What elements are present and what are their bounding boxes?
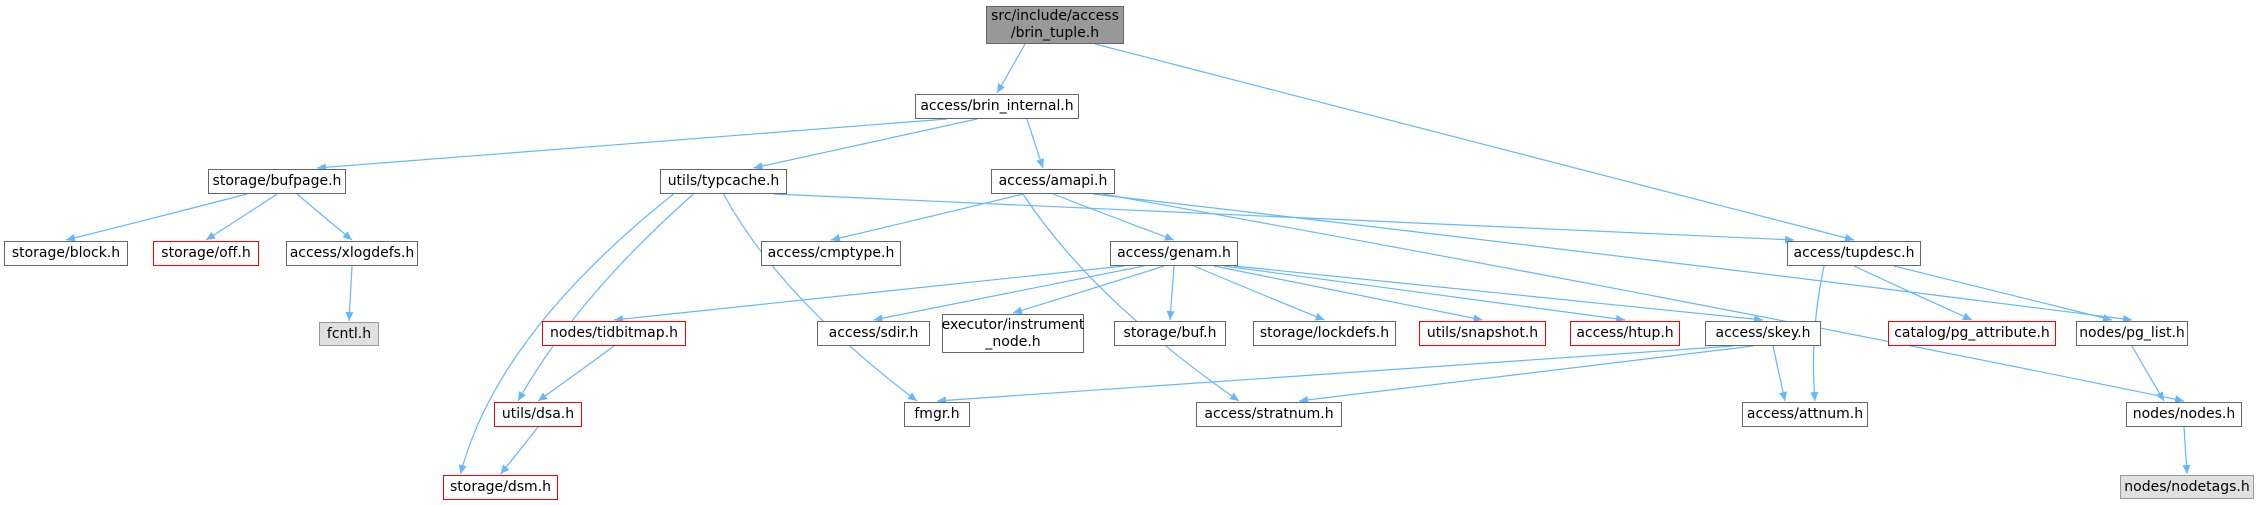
node-access-xlogdefs-h[interactable]: access/xlogdefs.h <box>286 241 418 266</box>
node-access-stratnum-h[interactable]: access/stratnum.h <box>1196 402 1342 427</box>
edge-amapi-to-pg_list <box>1092 193 2133 323</box>
node-utils-dsa-h[interactable]: utils/dsa.h <box>494 402 582 427</box>
node-utils-snapshot-h[interactable]: utils/snapshot.h <box>1419 321 1546 346</box>
edge-root-to-tupdesc <box>1094 43 1855 242</box>
node-nodes-pg-list-h[interactable]: nodes/pg_list.h <box>2076 321 2188 346</box>
edge-skey-to-stratnum <box>1298 345 1754 404</box>
node-access-tupdesc-h[interactable]: access/tupdesc.h <box>1787 241 1921 266</box>
edge-typcache-to-dsm <box>458 193 674 475</box>
node-nodes-nodes-h[interactable]: nodes/nodes.h <box>2126 402 2242 427</box>
node-fmgr-h[interactable]: fmgr.h <box>904 402 970 427</box>
node-access-amapi-h[interactable]: access/amapi.h <box>991 169 1115 194</box>
edge-amapi-to-stratnum <box>1022 193 1240 402</box>
node-storage-bufpage-h[interactable]: storage/bufpage.h <box>208 169 346 194</box>
edge-bufpage-to-block <box>65 193 248 242</box>
edge-brin_internal-to-bufpage <box>316 118 948 172</box>
node-access-brin-internal-h[interactable]: access/brin_internal.h <box>915 94 1079 119</box>
node-storage-off-h[interactable]: storage/off.h <box>153 241 259 266</box>
edge-amapi-to-cmptype <box>830 193 1024 242</box>
edge-xlogdefs-to-fcntl <box>345 265 354 322</box>
node-access-cmptype-h[interactable]: access/cmptype.h <box>761 241 901 266</box>
edge-amapi-to-nodes <box>1102 193 2185 404</box>
node-nodes-tidbitmap-h[interactable]: nodes/tidbitmap.h <box>542 321 686 346</box>
edge-root-to-brin_internal <box>996 43 1026 94</box>
node-storage-lockdefs-h[interactable]: storage/lockdefs.h <box>1253 321 1396 346</box>
edge-amapi-to-genam <box>1052 193 1175 241</box>
edge-tupdesc-to-pg_list <box>1893 265 2113 322</box>
edge-typcache-to-tupdesc <box>773 193 1795 244</box>
edge-tidbitmap-to-dsa <box>537 345 615 402</box>
edge-pg_list-to-nodes <box>2131 345 2165 402</box>
edge-typcache-to-fmgr <box>722 193 918 402</box>
node-storage-block-h[interactable]: storage/block.h <box>4 241 128 266</box>
edge-genam-to-instrument <box>1012 265 1165 315</box>
edge-skey-to-attnum <box>1772 345 1787 402</box>
node-access-genam-h[interactable]: access/genam.h <box>1110 241 1238 266</box>
edge-bufpage-to-xlogdefs <box>296 193 353 241</box>
edge-brin_internal-to-amapi <box>1026 118 1044 169</box>
edge-genam-to-buf <box>1166 265 1175 321</box>
node-access-sdir-h[interactable]: access/sdir.h <box>817 321 930 346</box>
edge-brin_internal-to-typcache <box>753 118 978 171</box>
edge-genam-to-tidbitmap <box>613 265 1125 324</box>
node-access-skey-h[interactable]: access/skey.h <box>1705 321 1821 346</box>
node-brin-tuple-h[interactable]: src/include/access /brin_tuple.h <box>986 6 1124 44</box>
node-fcntl-h[interactable]: fcntl.h <box>319 322 379 346</box>
node-storage-dsm-h[interactable]: storage/dsm.h <box>443 475 558 500</box>
edge-genam-to-skey <box>1233 265 1764 324</box>
edge-typcache-to-dsa <box>517 193 694 402</box>
node-nodes-nodetags-h[interactable]: nodes/nodetags.h <box>2120 475 2254 499</box>
node-catalog-pg-attribute-h[interactable]: catalog/pg_attribute.h <box>1888 321 2056 346</box>
node-access-attnum-h[interactable]: access/attnum.h <box>1742 402 1868 427</box>
node-storage-buf-h[interactable]: storage/buf.h <box>1114 321 1226 346</box>
edge-dsa-to-dsm <box>500 426 539 475</box>
edge-genam-to-snapshot <box>1213 265 1483 323</box>
edge-bufpage-to-off <box>205 193 278 241</box>
edge-tupdesc-to-pg_attribute <box>1853 265 1973 321</box>
edge-genam-to-sdir <box>873 265 1145 323</box>
node-executor-instrument-node-h[interactable]: executor/instrument _node.h <box>942 314 1084 353</box>
edge-nodes-to-nodetags <box>2182 426 2191 475</box>
edge-genam-to-htup <box>1223 265 1626 323</box>
edge-genam-to-lockdefs <box>1193 265 1325 321</box>
edge-skey-to-fmgr <box>936 345 1734 405</box>
node-access-htup-h[interactable]: access/htup.h <box>1570 321 1680 346</box>
node-utils-typcache-h[interactable]: utils/typcache.h <box>660 169 787 194</box>
